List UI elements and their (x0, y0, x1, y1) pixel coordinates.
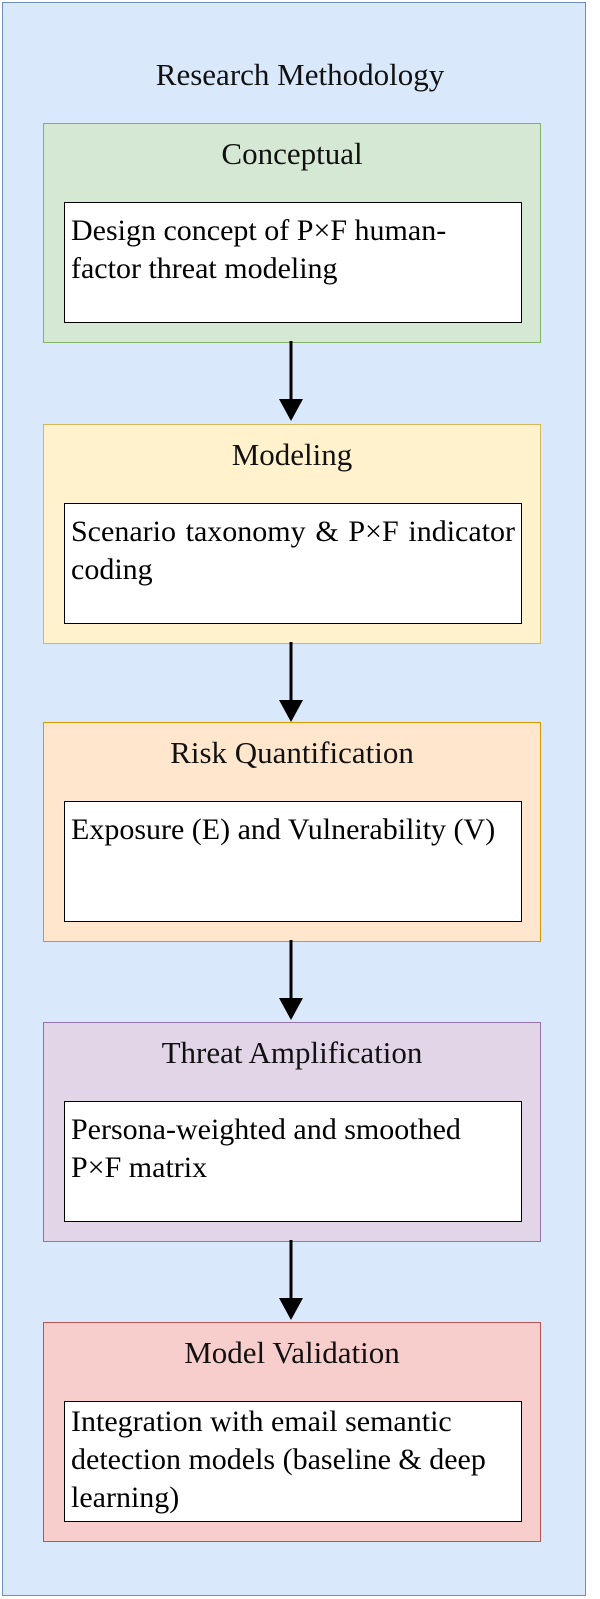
diagram-title: Research Methodology (155, 57, 445, 92)
stage-threat-amplification: Threat Amplification Persona-weighted an… (43, 1022, 541, 1242)
down-arrow-icon (279, 1240, 303, 1320)
stage-heading: Risk Quantification (170, 735, 414, 770)
stage-model-validation: Model Validation Integration with email … (43, 1322, 541, 1542)
down-arrow-icon (279, 940, 303, 1020)
stage-modeling: Modeling Scenario taxonomy & P×F indicat… (43, 424, 541, 644)
down-arrow-icon (279, 341, 303, 421)
stage-heading: Model Validation (184, 1335, 400, 1370)
stage-description: Scenario taxonomy & P×F indicator coding (64, 503, 522, 624)
stage-heading: Threat Amplification (161, 1035, 423, 1070)
stage-description: Integration with email semantic detectio… (64, 1401, 522, 1522)
stage-heading: Modeling (231, 437, 353, 472)
stage-heading: Conceptual (221, 136, 363, 171)
stage-conceptual: Conceptual Design concept of P×F human-f… (43, 123, 541, 343)
stage-risk-quantification: Risk Quantification Exposure (E) and Vul… (43, 722, 541, 942)
stage-description: Exposure (E) and Vulnerability (V) (64, 801, 522, 922)
down-arrow-icon (279, 642, 303, 722)
stage-description: Persona-weighted and smoothed P×F matrix (64, 1101, 522, 1222)
stage-description: Design concept of P×F human-factor threa… (64, 202, 522, 323)
